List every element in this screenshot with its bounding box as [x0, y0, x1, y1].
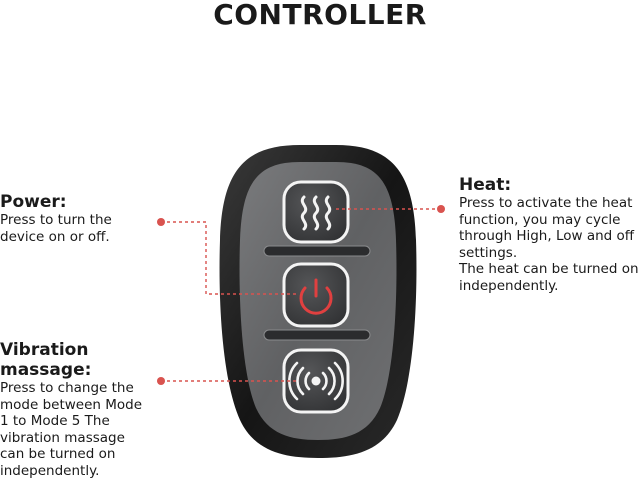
heat-callout: Heat: Press to activate the heat functio… [459, 175, 639, 294]
power-button[interactable] [282, 262, 350, 328]
leader-dots [157, 205, 445, 385]
groove-top [263, 245, 371, 257]
leader-lines [161, 208, 441, 382]
power-heading: Power: [0, 192, 67, 212]
diagram-title: CONTROLLER [213, 0, 427, 31]
heat-leader-dot [437, 205, 445, 213]
power-leader-dot [157, 218, 165, 226]
power-callout: Power: Press to turn the device on or of… [0, 192, 160, 245]
controller-diagram [157, 145, 445, 458]
power-icon [299, 278, 333, 315]
vibration-leader-dot [157, 377, 165, 385]
vibration-button[interactable] [282, 348, 350, 414]
heat-button[interactable] [282, 180, 350, 244]
vibration-callout: Vibration massage: Press to change the m… [0, 340, 175, 479]
groove-bottom [263, 329, 371, 341]
heat-waves-icon [300, 195, 332, 231]
heat-description: Press to activate the heat function, you… [459, 195, 639, 294]
vibration-heading: Vibration massage: [0, 340, 92, 380]
power-description: Press to turn the device on or off. [0, 212, 112, 245]
power-leader-line [161, 221, 296, 295]
vibration-description: Press to change the mode between Mode 1 … [0, 380, 143, 479]
heat-heading: Heat: [459, 175, 512, 195]
